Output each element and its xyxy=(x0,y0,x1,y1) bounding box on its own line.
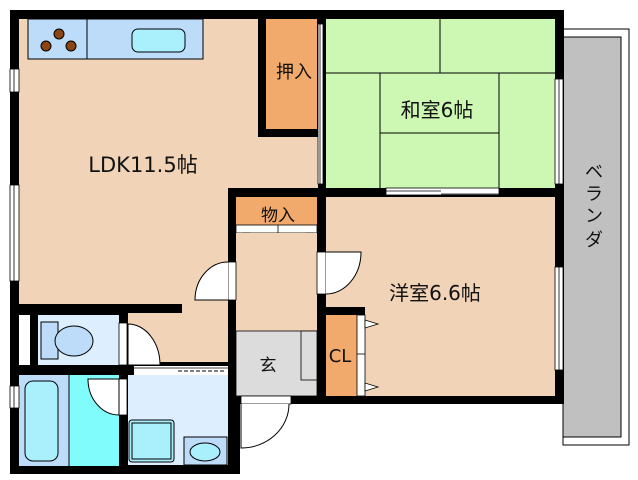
cl-closet: CL xyxy=(317,307,380,397)
sliding-door-washitsu[interactable] xyxy=(385,187,500,196)
door-ldk-hall[interactable] xyxy=(194,261,237,301)
washitsu-label: 和室6帖 xyxy=(401,98,474,122)
veranda xyxy=(562,28,630,446)
mono-ire-doors[interactable] xyxy=(235,224,318,234)
svg-text:ラ: ラ xyxy=(585,184,603,205)
door-toilet[interactable] xyxy=(118,322,161,366)
toilet-bowl-icon xyxy=(54,325,94,357)
cl-doors[interactable] xyxy=(356,314,366,397)
mono-ire-label: 物入 xyxy=(261,206,295,226)
oshiire-closet: 押入 xyxy=(258,19,320,137)
youshitsu-label: 洋室6.6帖 xyxy=(389,281,481,305)
bathroom xyxy=(9,375,119,466)
entrance-door[interactable] xyxy=(240,395,292,449)
door-bathroom[interactable] xyxy=(87,378,128,416)
svg-text:ダ: ダ xyxy=(585,230,603,251)
oshiire-label: 押入 xyxy=(276,62,312,83)
hallway xyxy=(236,233,317,331)
window-ldk-left xyxy=(9,68,20,282)
ldk-label: LDK11.5帖 xyxy=(88,153,197,177)
svg-text:ン: ン xyxy=(585,206,603,227)
window-bath xyxy=(9,385,20,409)
washing-machine-icon xyxy=(128,419,175,463)
washitsu-room: 和室6帖 xyxy=(326,19,555,188)
toilet-room xyxy=(19,304,182,365)
genkan-label: 玄 xyxy=(260,356,277,376)
svg-text:ベ: ベ xyxy=(585,162,603,183)
ldk-room xyxy=(19,19,319,362)
genkan: 玄 xyxy=(235,330,318,397)
kitchen-counter xyxy=(27,18,204,60)
bathtub-icon xyxy=(24,380,59,462)
washroom xyxy=(128,366,228,466)
tatami-lines xyxy=(326,19,555,188)
stove-icon xyxy=(40,28,77,52)
veranda-label: ベ ラ ン ダ xyxy=(585,162,603,251)
sink-icon xyxy=(131,28,186,53)
door-hall-youshitsu[interactable] xyxy=(316,251,362,295)
cl-label: CL xyxy=(329,346,352,367)
